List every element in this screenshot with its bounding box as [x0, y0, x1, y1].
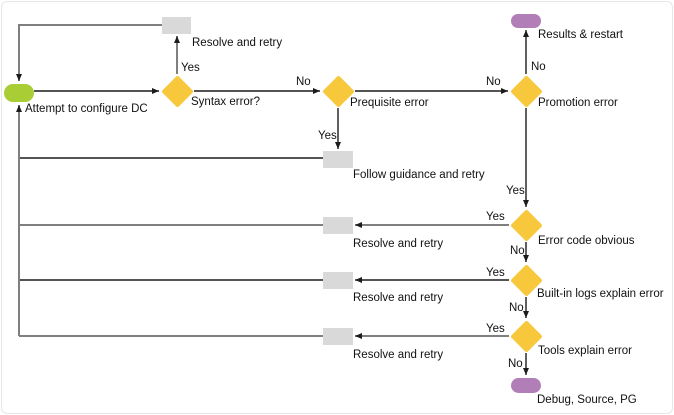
process-resolve-retry-2 [323, 272, 353, 289]
edge-label-promotion-yes: Yes [506, 185, 525, 197]
edge-label-error-code-yes: Yes [486, 211, 505, 223]
process-resolve-retry-1 [323, 217, 353, 234]
edge-label-error-code-no: No [510, 245, 525, 257]
edge-label-tools-no: No [508, 358, 523, 370]
label-results-restart: Results & restart [538, 29, 623, 41]
edge-label-promotion-no: No [531, 61, 546, 73]
start-node-attempt-configure-dc [4, 84, 34, 102]
edge-label-syntax-no: No [296, 76, 311, 88]
label-prequisite-error: Prequisite error [350, 97, 429, 109]
terminator-debug-source-pg [511, 378, 541, 393]
label-resolve-1: Resolve and retry [353, 238, 444, 250]
edge-label-builtin-yes: Yes [486, 267, 505, 279]
label-follow-guidance: Follow guidance and retry [353, 169, 485, 181]
label-start: Attempt to configure DC [25, 103, 148, 115]
label-resolve-2: Resolve and retry [353, 292, 444, 304]
label-error-code: Error code obvious [538, 235, 635, 247]
label-builtin-logs: Built-in logs explain error [537, 288, 664, 300]
edge-label-builtin-no: No [509, 302, 524, 314]
label-syntax-error: Syntax error? [191, 96, 261, 108]
edge-label-syntax-yes: Yes [181, 62, 200, 74]
edge-label-prequisite-yes: Yes [318, 130, 337, 142]
label-resolve-top: Resolve and retry [192, 37, 283, 49]
label-promotion-error: Promotion error [538, 97, 618, 109]
process-resolve-retry-3 [323, 328, 353, 345]
terminator-results-restart [511, 14, 541, 28]
edge-label-prequisite-no: No [486, 76, 501, 88]
label-resolve-3: Resolve and retry [353, 349, 444, 361]
edge-label-tools-yes: Yes [486, 323, 505, 335]
label-debug-source-pg: Debug, Source, PG [537, 394, 637, 406]
process-resolve-retry-top [162, 17, 191, 34]
label-tools-explain: Tools explain error [538, 345, 632, 357]
process-follow-guidance-retry [323, 151, 353, 168]
